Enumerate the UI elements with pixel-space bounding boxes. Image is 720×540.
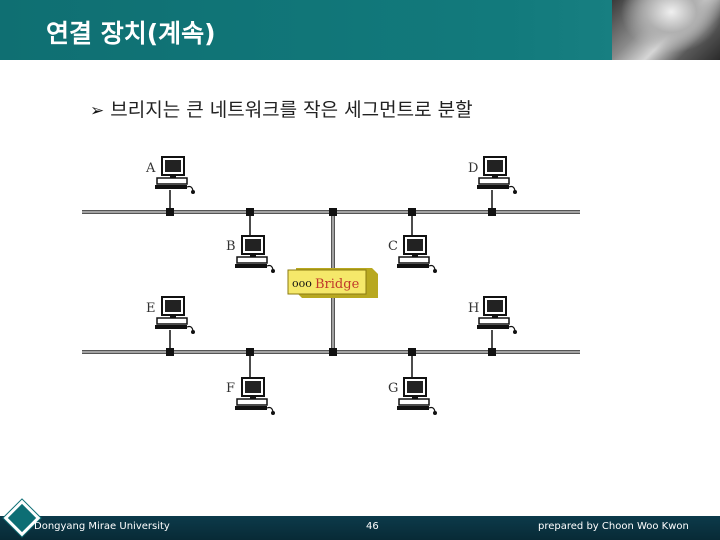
header-decorative-image bbox=[612, 0, 720, 60]
node-label-h: H bbox=[468, 301, 479, 316]
node-label-g: G bbox=[388, 381, 398, 396]
tap-connectors bbox=[166, 208, 496, 356]
computer-f-icon bbox=[234, 377, 276, 416]
page-number: 46 bbox=[366, 521, 379, 532]
bridge-label: Bridge bbox=[315, 277, 360, 292]
bridge-indicator-dots: ooo bbox=[292, 277, 312, 290]
computer-a-icon bbox=[154, 156, 196, 195]
node-label-d: D bbox=[468, 161, 478, 176]
bullet-point: ➢브리지는 큰 네트워크를 작은 세그먼트로 분할 bbox=[90, 95, 473, 122]
footer-author: prepared by Choon Woo Kwon bbox=[538, 521, 689, 532]
title-bar bbox=[0, 0, 720, 60]
bullet-text: 브리지는 큰 네트워크를 작은 세그먼트로 분할 bbox=[110, 99, 473, 121]
footer-bar bbox=[0, 516, 720, 540]
node-label-c: C bbox=[388, 239, 398, 254]
node-label-b: B bbox=[226, 239, 236, 254]
computer-h-icon bbox=[476, 296, 518, 335]
node-label-a: A bbox=[145, 161, 156, 176]
computer-c-icon bbox=[396, 235, 438, 274]
bridge-device: ooo Bridge bbox=[287, 268, 378, 298]
computer-d-icon bbox=[476, 156, 518, 195]
footer-institution: Dongyang Mirae University bbox=[34, 521, 170, 532]
computer-e-icon bbox=[154, 296, 196, 335]
arrow-bullet-icon: ➢ bbox=[90, 101, 105, 121]
computer-g-icon bbox=[396, 377, 438, 416]
slide-title: 연결 장치(계속) bbox=[46, 19, 216, 48]
computer-b-icon bbox=[234, 235, 276, 274]
node-label-e: E bbox=[146, 301, 156, 316]
node-label-f: F bbox=[226, 381, 235, 396]
